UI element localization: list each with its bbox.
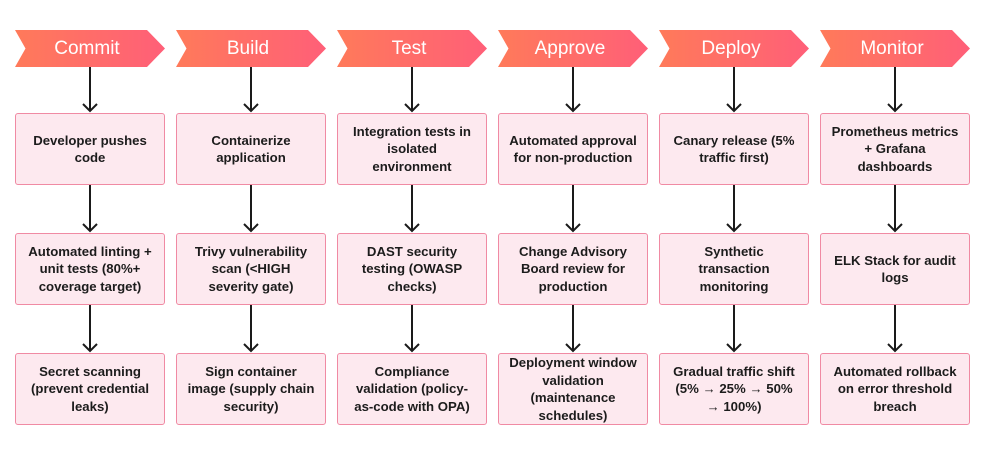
flow-arrow bbox=[726, 305, 742, 353]
step-box: Compliance validation (policy-as-code wi… bbox=[337, 353, 487, 425]
flow-arrow bbox=[404, 305, 420, 353]
flow-arrow bbox=[726, 67, 742, 113]
step-box: ELK Stack for audit logs bbox=[820, 233, 970, 305]
flow-arrow bbox=[565, 67, 581, 113]
step-text: Sign container image (supply chain secur… bbox=[187, 363, 315, 414]
step-text: Compliance validation (policy-as-code wi… bbox=[354, 363, 470, 414]
flow-arrow bbox=[243, 185, 259, 233]
step-text: Automated linting + unit tests (80%+ cov… bbox=[28, 243, 152, 294]
step-text: Secret scanning (prevent credential leak… bbox=[31, 363, 149, 414]
step-text: Canary release (5% traffic first) bbox=[673, 132, 795, 166]
flow-arrow bbox=[887, 67, 903, 113]
step-text: Synthetic transaction monitoring bbox=[698, 243, 770, 294]
stage-header-label: Build bbox=[226, 37, 270, 59]
step-box: Change Advisory Board review for product… bbox=[498, 233, 648, 305]
flow-arrow bbox=[887, 305, 903, 353]
stage-header-approve: Approve bbox=[498, 30, 648, 67]
step-text: Change Advisory Board review for product… bbox=[519, 243, 627, 294]
stage-header-label: Monitor bbox=[860, 37, 924, 59]
step-box: Integration tests in isolated environmen… bbox=[337, 113, 487, 185]
step-text: Containerize application bbox=[211, 132, 291, 166]
flow-arrow bbox=[243, 305, 259, 353]
flow-arrow bbox=[404, 185, 420, 233]
step-box: Sign container image (supply chain secur… bbox=[176, 353, 326, 425]
flow-arrow bbox=[82, 67, 98, 113]
step-text: Developer pushes code bbox=[33, 132, 147, 166]
step-box: Containerize application bbox=[176, 113, 326, 185]
stage-header-label: Commit bbox=[54, 37, 120, 59]
flow-arrow bbox=[565, 305, 581, 353]
flow-arrow bbox=[565, 185, 581, 233]
stage-header-test: Test bbox=[337, 30, 487, 67]
flow-arrow bbox=[404, 67, 420, 113]
step-text: Trivy vulnerability scan (<HIGH severity… bbox=[194, 243, 308, 294]
stage-header-deploy: Deploy bbox=[659, 30, 809, 67]
step-text: DAST security testing (OWASP checks) bbox=[361, 243, 463, 294]
step-text: Prometheus metrics + Grafana dashboards bbox=[831, 123, 959, 174]
step-box: Gradual traffic shift (5% → 25% → 50% → … bbox=[659, 353, 809, 425]
step-box: Secret scanning (prevent credential leak… bbox=[15, 353, 165, 425]
step-text: Automated rollback on error threshold br… bbox=[833, 363, 957, 414]
stage-header-label: Test bbox=[391, 37, 427, 59]
step-text: Deployment window validation (maintenanc… bbox=[509, 355, 637, 423]
flow-arrow bbox=[726, 185, 742, 233]
flow-arrow bbox=[887, 185, 903, 233]
flow-arrow bbox=[82, 305, 98, 353]
stage-header-label: Deploy bbox=[701, 37, 761, 59]
step-box: Developer pushes code bbox=[15, 113, 165, 185]
stage-header-label: Approve bbox=[534, 37, 606, 59]
step-box: DAST security testing (OWASP checks) bbox=[337, 233, 487, 305]
step-box: Automated approval for non-production bbox=[498, 113, 648, 185]
stage-header-build: Build bbox=[176, 30, 326, 67]
step-box: Canary release (5% traffic first) bbox=[659, 113, 809, 185]
flow-arrow bbox=[82, 185, 98, 233]
flow-arrow bbox=[243, 67, 259, 113]
step-text: Automated approval for non-production bbox=[509, 132, 637, 166]
step-box: Prometheus metrics + Grafana dashboards bbox=[820, 113, 970, 185]
step-box: Automated linting + unit tests (80%+ cov… bbox=[15, 233, 165, 305]
stage-header-monitor: Monitor bbox=[820, 30, 970, 67]
step-text: ELK Stack for audit logs bbox=[834, 252, 956, 286]
step-box: Synthetic transaction monitoring bbox=[659, 233, 809, 305]
step-text: Integration tests in isolated environmen… bbox=[353, 123, 471, 174]
step-text: Gradual traffic shift (5% → 25% → 50% → … bbox=[673, 363, 795, 414]
step-box: Automated rollback on error threshold br… bbox=[820, 353, 970, 425]
stage-header-commit: Commit bbox=[15, 30, 165, 67]
step-box: Trivy vulnerability scan (<HIGH severity… bbox=[176, 233, 326, 305]
step-box: Deployment window validation (maintenanc… bbox=[498, 353, 648, 425]
